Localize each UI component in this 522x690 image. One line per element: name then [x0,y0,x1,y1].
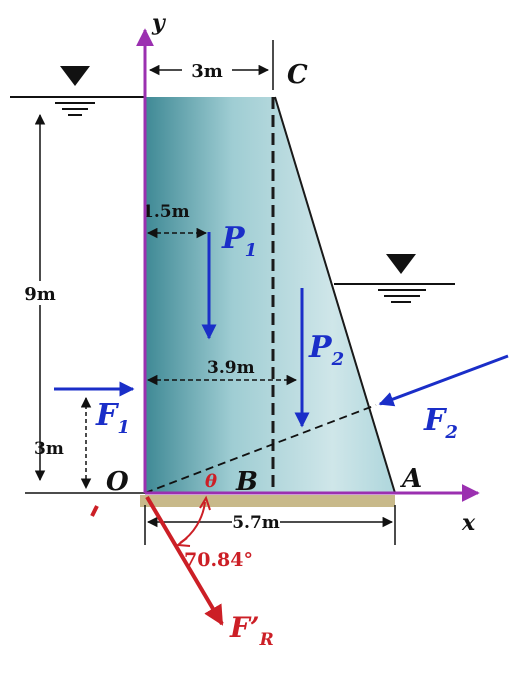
resultant-line-of-action [144,404,377,494]
water-level-symbol-right [386,254,416,274]
f2-label: F2 [423,403,458,443]
dim-3m-f1-label: 3m [34,439,64,459]
dim-3.9m-label: 3.9m [207,358,255,378]
dim-top-width-label: 3m [191,61,223,82]
water-level-symbol-left [60,66,90,86]
f1-label: F1 [95,398,130,438]
f2-arrow [378,354,509,407]
point-c-label: C [287,60,308,90]
theta-label: θ [205,471,217,492]
p2-label: P2 [308,330,344,370]
dim-9m-label: 9m [24,284,56,305]
origin-label: O [106,467,129,497]
dam-slope-edge [274,96,396,494]
resultant-label: F’R [229,611,274,650]
x-axis-label: x [461,510,476,536]
dim-1.5m-label: 1.5m [142,202,190,222]
angle-value-label: 70.84° [184,549,253,571]
y-axis-label: y [151,10,167,36]
dim-5.7m-label: 5.7m [232,513,280,533]
support-tick [90,505,99,517]
dam-body [145,97,395,493]
point-a-label: A [399,464,422,494]
point-b-label: B [235,467,258,497]
ground-strip [140,495,395,507]
resultant-arrow [145,495,224,626]
p1-label: P1 [221,221,257,261]
